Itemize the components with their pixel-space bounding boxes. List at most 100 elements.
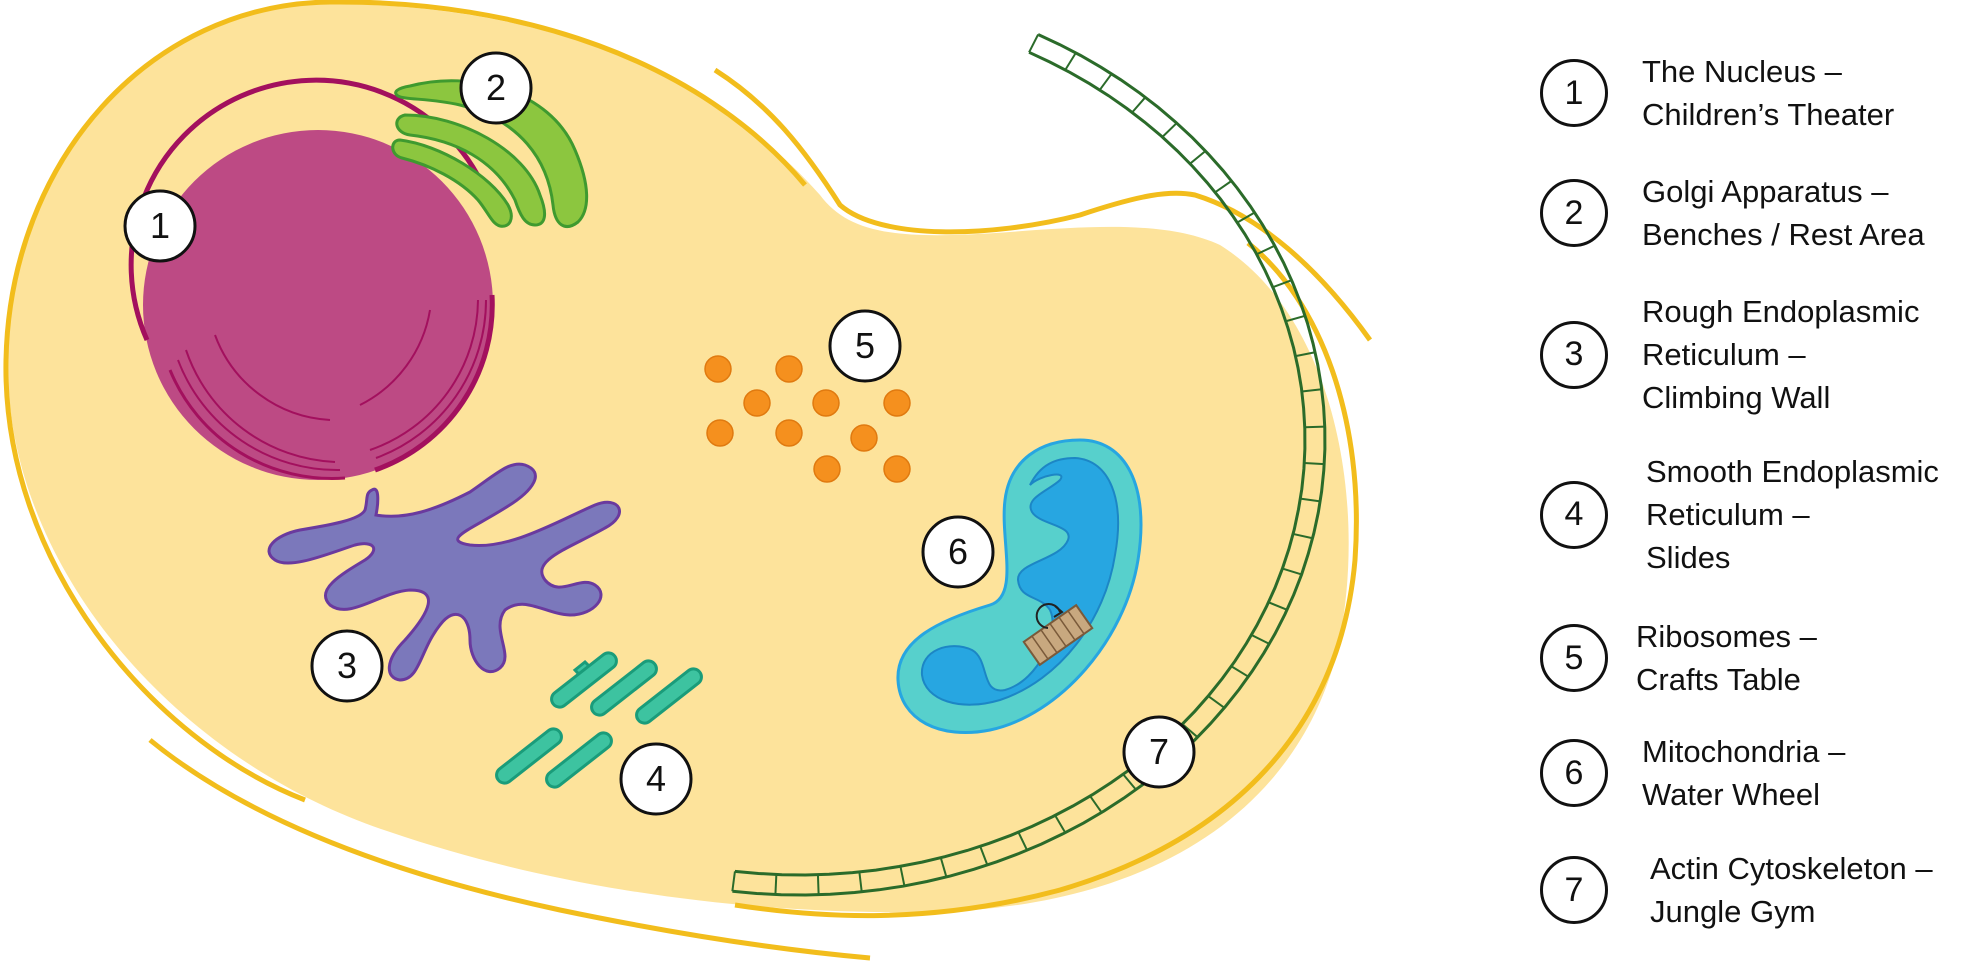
mitochondria: [896, 438, 1143, 735]
cytoskeleton-rung: [1089, 795, 1103, 813]
cytoskeleton-rung: [979, 846, 989, 866]
legend-label-line: Smooth Endoplasmic: [1646, 454, 1939, 489]
marker-circle: [459, 51, 533, 125]
legend-number-badge: 5: [1540, 624, 1608, 692]
marker-number: 1: [150, 205, 170, 246]
cytoskeleton-rung: [1272, 279, 1292, 289]
legend-number-badge: 4: [1540, 480, 1608, 549]
legend-label-line: Rough Endoplasmic: [1642, 294, 1920, 329]
cytoskeleton-rung: [1304, 425, 1325, 429]
legend-label: Actin Cytoskeleton – Jungle Gym: [1650, 847, 1933, 933]
legend-label: The Nucleus – Children’s Theater: [1642, 50, 1894, 136]
cytoskeleton-rung: [1214, 180, 1233, 194]
cytoskeleton-rung: [1230, 665, 1249, 678]
cytoskeleton-rail: [734, 50, 1307, 877]
legend-label-line: Climbing Wall: [1642, 380, 1831, 415]
water-wheel-icon: [1022, 603, 1094, 667]
legend-item-6: 6 Mitochondria – Water Wheel: [1540, 730, 1845, 816]
marker-circle: [1122, 715, 1196, 789]
cytoskeleton-rung: [1300, 497, 1321, 503]
legend-number-badge: 3: [1540, 320, 1608, 389]
cytoskeleton-rung: [1207, 695, 1225, 709]
legend-item-7: 7 Actin Cytoskeleton – Jungle Gym: [1540, 847, 1933, 933]
marker-6: 6: [921, 515, 995, 589]
legend-label-line: Jungle Gym: [1650, 894, 1816, 929]
cytoskeleton-rung: [1064, 52, 1077, 71]
cytoskeleton-rung: [1131, 96, 1147, 114]
cytoskeleton-rung: [1268, 601, 1288, 611]
legend-label-line: Reticulum –: [1642, 337, 1806, 372]
cell-diagram: 1 2 3 4 5 6 7: [3, 0, 1373, 961]
legend-label-line: Children’s Theater: [1642, 97, 1895, 132]
cytoskeleton-rung: [1098, 73, 1113, 91]
legend-number-badge: 7: [1540, 856, 1608, 924]
rough-endoplasmic-reticulum: [267, 462, 621, 682]
marker-number: 5: [855, 325, 875, 366]
actin-cytoskeleton: [731, 33, 1327, 897]
cytoskeleton-rung: [1285, 314, 1306, 323]
cell-membrane: [734, 241, 1359, 919]
cytoskeleton-rung: [731, 871, 736, 892]
legend-label: Ribosomes –Crafts Table: [1636, 615, 1817, 701]
legend-label-line: Ribosomes –: [1636, 619, 1817, 654]
legend-label-line: Actin Cytoskeleton –: [1650, 851, 1933, 886]
marker-number: 7: [1149, 731, 1169, 772]
legend-label: Golgi Apparatus –Benches / Rest Area: [1642, 170, 1925, 256]
legend-label-line: The Nucleus –: [1642, 54, 1842, 89]
cytoskeleton-rung: [858, 871, 863, 892]
cytoskeleton-rung: [816, 874, 820, 895]
golgi-apparatus: [391, 79, 589, 228]
marker-4: 4: [619, 742, 693, 816]
nucleus: [128, 77, 495, 480]
legend-label-line: Reticulum –: [1646, 497, 1810, 532]
legend-item-5: 5 Ribosomes –Crafts Table: [1540, 615, 1817, 701]
cell-membrane: [148, 738, 871, 961]
marker-7: 7: [1122, 715, 1196, 789]
legend-number-badge: 2: [1540, 179, 1608, 247]
cytoskeleton-rung: [939, 857, 948, 878]
marker-1: 1: [123, 189, 197, 263]
cytoskeleton-rung: [1189, 150, 1207, 165]
legend-label-line: Benches / Rest Area: [1642, 217, 1925, 252]
ribosomes: [704, 355, 911, 483]
cytoskeleton-rung: [1017, 831, 1028, 851]
cytoskeleton-rung: [899, 866, 906, 887]
marker-number: 6: [948, 531, 968, 572]
cytoskeleton-rung: [1236, 211, 1256, 224]
legend-label: Mitochondria – Water Wheel: [1642, 730, 1845, 816]
cytoskeleton-rung: [1028, 34, 1040, 53]
marker-number: 3: [337, 645, 357, 686]
marker-number: 2: [486, 67, 506, 108]
marker-circle: [921, 515, 995, 589]
legend-label-line: Mitochondria –: [1642, 734, 1846, 769]
legend-label-line: Water Wheel: [1642, 777, 1821, 812]
legend-label-line: Slides: [1646, 540, 1731, 575]
legend-item-1: 1 The Nucleus – Children’s Theater: [1540, 50, 1894, 136]
cytoskeleton-rung: [1250, 634, 1270, 645]
marker-circle: [619, 742, 693, 816]
marker-circle: [310, 629, 384, 703]
cytoskeleton-rung: [1295, 351, 1316, 358]
cytoskeleton-rung: [1304, 462, 1325, 466]
marker-number: 4: [646, 758, 666, 799]
smooth-endoplasmic-reticulum: [495, 651, 703, 789]
marker-5: 5: [828, 309, 902, 383]
cytoskeleton-rung: [774, 874, 778, 895]
marker-circle: [123, 189, 197, 263]
cytoskeleton-rung: [1292, 532, 1313, 540]
cytoskeleton-rung: [1122, 773, 1137, 791]
marker-circle: [828, 309, 902, 383]
marker-2: 2: [459, 51, 533, 125]
legend-number-badge: 6: [1540, 739, 1608, 807]
cytoskeleton-rung: [1282, 567, 1302, 576]
cytoskeleton-rung: [1256, 244, 1276, 256]
cytoskeleton-rail: [732, 33, 1327, 897]
cell-membrane: [3, 0, 807, 803]
cytoskeleton-rung: [1054, 814, 1067, 834]
legend-number-badge: 1: [1540, 59, 1608, 127]
marker-3: 3: [310, 629, 384, 703]
